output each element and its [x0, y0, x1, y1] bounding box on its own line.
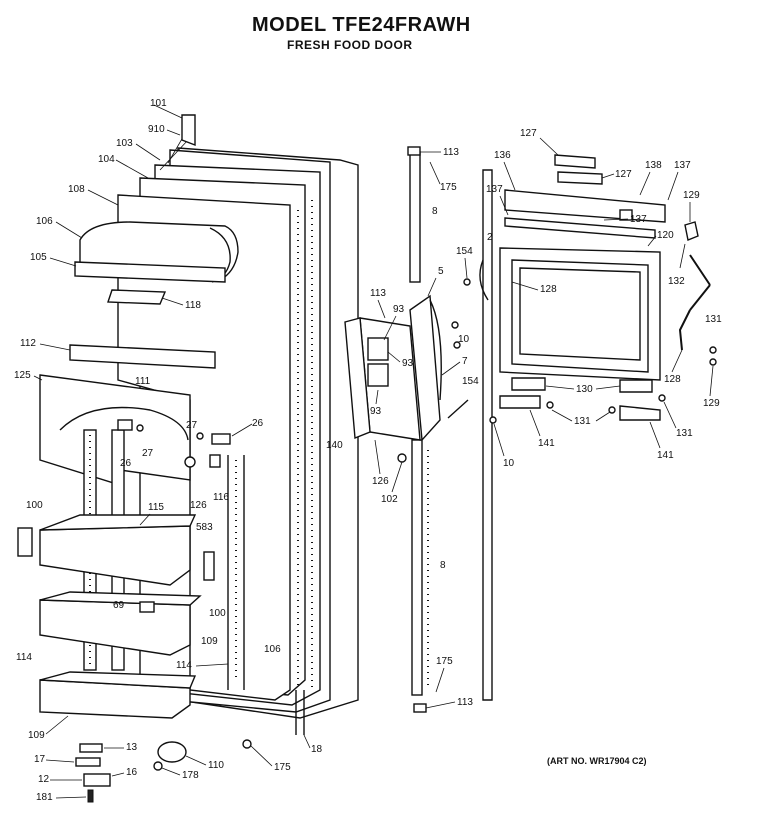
- part-label-10a: 10: [458, 334, 470, 345]
- part-label-175b: 175: [440, 182, 457, 193]
- small-hardware: [17, 419, 252, 803]
- part-label-126b: 126: [372, 476, 389, 487]
- part-label-5: 5: [438, 266, 444, 277]
- part-label-128a: 128: [540, 284, 557, 295]
- part-label-109a: 109: [201, 636, 218, 647]
- part-label-137c: 137: [630, 214, 647, 225]
- part-label-8a: 8: [432, 206, 438, 217]
- part-label-130: 130: [576, 384, 593, 395]
- part-label-129b: 129: [703, 398, 720, 409]
- part-label-128b: 128: [664, 374, 681, 385]
- part-label-111: 111: [135, 376, 151, 387]
- part-label-93b: 93: [402, 358, 414, 369]
- door-bin-109b: [39, 671, 197, 719]
- part-label-131c: 131: [676, 428, 693, 439]
- dairy-compartment: [69, 221, 239, 369]
- part-label-131a: 131: [705, 314, 722, 325]
- part-label-113c: 113: [457, 697, 473, 708]
- part-label-131b: 131: [574, 416, 591, 427]
- art-number: (ART NO. WR17904 C2): [547, 756, 647, 766]
- part-label-17: 17: [34, 754, 46, 765]
- part-label-175c: 175: [436, 656, 453, 667]
- part-label-104: 104: [98, 154, 115, 165]
- part-label-113b: 113: [370, 288, 386, 299]
- part-label-18: 18: [311, 744, 323, 755]
- part-label-114a: 114: [16, 652, 32, 663]
- part-label-125: 125: [14, 370, 31, 381]
- part-label-100b: 100: [209, 608, 226, 619]
- part-label-140: 140: [326, 440, 343, 451]
- part-label-108: 108: [68, 184, 85, 195]
- part-label-137b: 137: [486, 184, 503, 195]
- part-label-137a: 137: [674, 160, 691, 171]
- part-label-127b: 127: [615, 169, 632, 180]
- part-label-2: 2: [487, 232, 493, 243]
- part-label-26a: 26: [252, 418, 264, 429]
- part-label-103: 103: [116, 138, 133, 149]
- part-label-132: 132: [668, 276, 685, 287]
- part-label-101: 101: [150, 98, 167, 109]
- part-label-13: 13: [126, 742, 138, 753]
- part-labels: 101 910 103 104 108 106 105 118 112 125 …: [14, 98, 722, 803]
- part-label-114b: 114: [176, 660, 192, 671]
- part-label-106b: 106: [264, 644, 281, 655]
- part-label-127a: 127: [520, 128, 537, 139]
- part-label-115: 115: [148, 502, 164, 513]
- part-label-110: 110: [208, 760, 224, 771]
- part-label-69: 69: [113, 600, 125, 611]
- door-bin-109a: [39, 591, 202, 656]
- part-label-116: 116: [213, 492, 229, 503]
- part-label-154b: 154: [462, 376, 479, 387]
- part-label-126a: 126: [190, 500, 207, 511]
- part-label-136: 136: [494, 150, 511, 161]
- part-label-8b: 8: [440, 560, 446, 571]
- part-label-93c: 93: [370, 406, 382, 417]
- part-label-12: 12: [38, 774, 50, 785]
- handle-assembly: [344, 146, 471, 713]
- part-label-27b: 27: [142, 448, 154, 459]
- part-label-26b: 26: [120, 458, 132, 469]
- part-label-178: 178: [182, 770, 199, 781]
- part-label-138: 138: [645, 160, 662, 171]
- part-label-141b: 141: [657, 450, 674, 461]
- part-label-27a: 27: [186, 420, 198, 431]
- part-label-106: 106: [36, 216, 53, 227]
- hinge-cap: [153, 104, 196, 147]
- part-label-910: 910: [148, 124, 165, 135]
- part-label-583: 583: [196, 522, 213, 533]
- part-label-175a: 175: [274, 762, 291, 773]
- door-bin-115: [39, 514, 197, 586]
- part-label-141a: 141: [538, 438, 555, 449]
- seal-strip: [479, 169, 497, 701]
- part-label-7: 7: [462, 356, 468, 367]
- dispenser-frame: [499, 154, 717, 421]
- part-label-93a: 93: [393, 304, 405, 315]
- part-label-181: 181: [36, 792, 53, 803]
- part-label-154a: 154: [456, 246, 473, 257]
- part-label-113a: 113: [443, 147, 459, 158]
- door-gasket: [227, 200, 313, 735]
- part-label-118: 118: [185, 300, 201, 311]
- diagram-title: MODEL TFE24FRAWH: [252, 14, 471, 36]
- part-label-16: 16: [126, 767, 138, 778]
- part-label-105: 105: [30, 252, 47, 263]
- part-label-112: 112: [20, 338, 36, 349]
- diagram-subtitle: FRESH FOOD DOOR: [287, 38, 413, 52]
- part-label-10b: 10: [503, 458, 515, 469]
- part-label-102: 102: [381, 494, 398, 505]
- part-label-120: 120: [657, 230, 674, 241]
- part-label-100a: 100: [26, 500, 43, 511]
- part-label-109b: 109: [28, 730, 45, 741]
- part-label-129a: 129: [683, 190, 700, 201]
